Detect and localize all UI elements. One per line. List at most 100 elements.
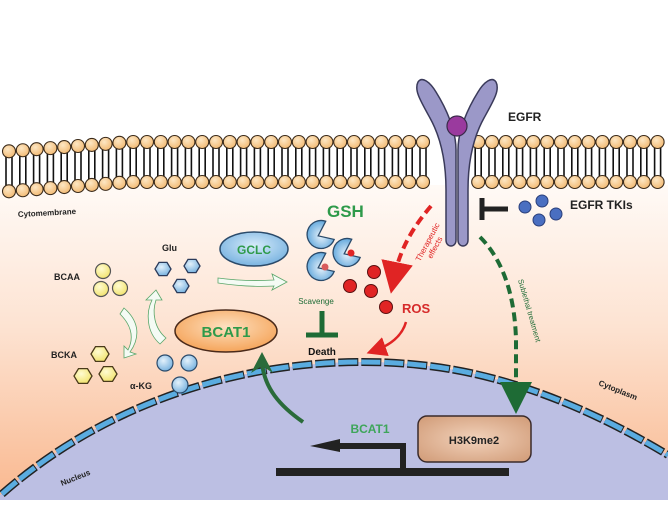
lipid-head (291, 174, 306, 190)
lipid-head (153, 134, 168, 150)
lipid-head (595, 174, 610, 190)
lipid-head (609, 174, 624, 190)
egf-ligand (446, 115, 468, 137)
cell-membrane (1, 134, 665, 199)
lipid-head (609, 134, 624, 150)
glu-molecules (154, 258, 201, 294)
lipid-head (484, 134, 500, 150)
lipid-head (126, 134, 141, 150)
lipid-head (333, 134, 348, 150)
akg-label: α-KG (130, 381, 152, 391)
bcaa-molecules (92, 262, 129, 298)
lipid-head (553, 174, 569, 190)
lipid-head (264, 134, 279, 150)
lipid-head (622, 134, 638, 150)
lipid-head (250, 174, 265, 190)
lipid-head (208, 134, 224, 150)
gclc-enzyme (219, 231, 289, 267)
lipid-head (139, 174, 155, 190)
glu-hexagon (154, 261, 172, 277)
lipid-head (181, 174, 196, 190)
scavenge-inhibition-bar (306, 311, 338, 338)
lipid-head (305, 174, 320, 190)
glu-to-gsh-arrow (217, 273, 288, 291)
lipid-head (70, 138, 86, 154)
lipid-head (319, 134, 334, 150)
lipid-head (236, 134, 251, 150)
lipid-head (15, 143, 30, 158)
bcaa-bcka-conversion-arrows (119, 289, 167, 359)
gclc-label: GCLC (237, 243, 271, 257)
glu-hexagon (172, 278, 190, 294)
lipid-head (43, 181, 58, 196)
bcka-hexagon (73, 367, 93, 385)
h3k9me2-label: H3K9me2 (449, 435, 499, 447)
lipid-head (526, 134, 541, 150)
lipid-head (346, 174, 362, 190)
lipid-head (553, 134, 569, 150)
lipid-head (319, 174, 334, 190)
lipid-head (581, 134, 596, 150)
gsh-molecules (306, 219, 362, 282)
gene-expression-arrowhead (251, 352, 273, 373)
lipid-head (415, 174, 431, 190)
lipid-head (98, 176, 113, 191)
lipid-head (374, 174, 389, 190)
lipid-head (29, 182, 44, 197)
lipid-head (181, 134, 196, 150)
therapeutic-effects-arrow (381, 204, 433, 294)
egfr-label: EGFR (508, 110, 542, 124)
lipid-head (415, 134, 431, 150)
lipid-head (374, 134, 389, 150)
lipid-head (195, 174, 210, 190)
lipid-head (512, 174, 527, 190)
bcaa-label: BCAA (54, 272, 80, 282)
lipid-head (250, 134, 265, 150)
egfr-tkis-label: EGFR TKIs (570, 198, 633, 212)
lipid-head (291, 134, 306, 150)
lipid-head (526, 174, 541, 190)
gene-expression-arrow (260, 361, 305, 424)
lipid-head (636, 134, 651, 150)
lipid-head (388, 174, 403, 190)
lipid-head (84, 137, 99, 152)
lipid-head (126, 174, 141, 190)
tki-inhibition-bar (479, 198, 508, 220)
lipid-head (567, 134, 582, 150)
lipid-head (581, 174, 596, 190)
lipid-head (333, 174, 348, 190)
lipid-head (498, 134, 513, 150)
lipid-head (43, 141, 58, 156)
lipid-head (57, 140, 72, 155)
lipid-head (70, 178, 86, 194)
lipid-head (167, 134, 182, 150)
lipid-head (402, 134, 417, 150)
lipid-head (236, 174, 251, 190)
gsh-label: GSH (327, 202, 364, 221)
akg-molecules (156, 354, 198, 394)
lipid-head (98, 136, 113, 151)
lipid-head (222, 134, 237, 150)
lipid-head (402, 174, 417, 190)
lipid-head (636, 174, 651, 190)
lipid-head (388, 134, 403, 150)
lipid-head (650, 174, 665, 190)
lipid-head (139, 134, 155, 150)
lipid-head (57, 180, 72, 195)
lipid-head (153, 174, 168, 190)
ros-molecules (343, 265, 393, 314)
lipid-head (540, 134, 555, 150)
lipid-head (498, 174, 513, 190)
lipid-head (360, 174, 375, 190)
bcat1-gene-label: BCAT1 (350, 422, 389, 436)
lipid-head (650, 134, 665, 150)
lipid-head (222, 174, 237, 190)
lipid-head (595, 134, 610, 150)
lipid-head (264, 174, 279, 190)
lipid-head (471, 174, 486, 190)
cytomembrane-label: Cytomembrane (18, 207, 77, 219)
ros-label: ROS (402, 301, 431, 316)
bcat1-enzyme (174, 309, 278, 353)
lipid-head (1, 144, 17, 159)
lipid-head (567, 174, 582, 190)
